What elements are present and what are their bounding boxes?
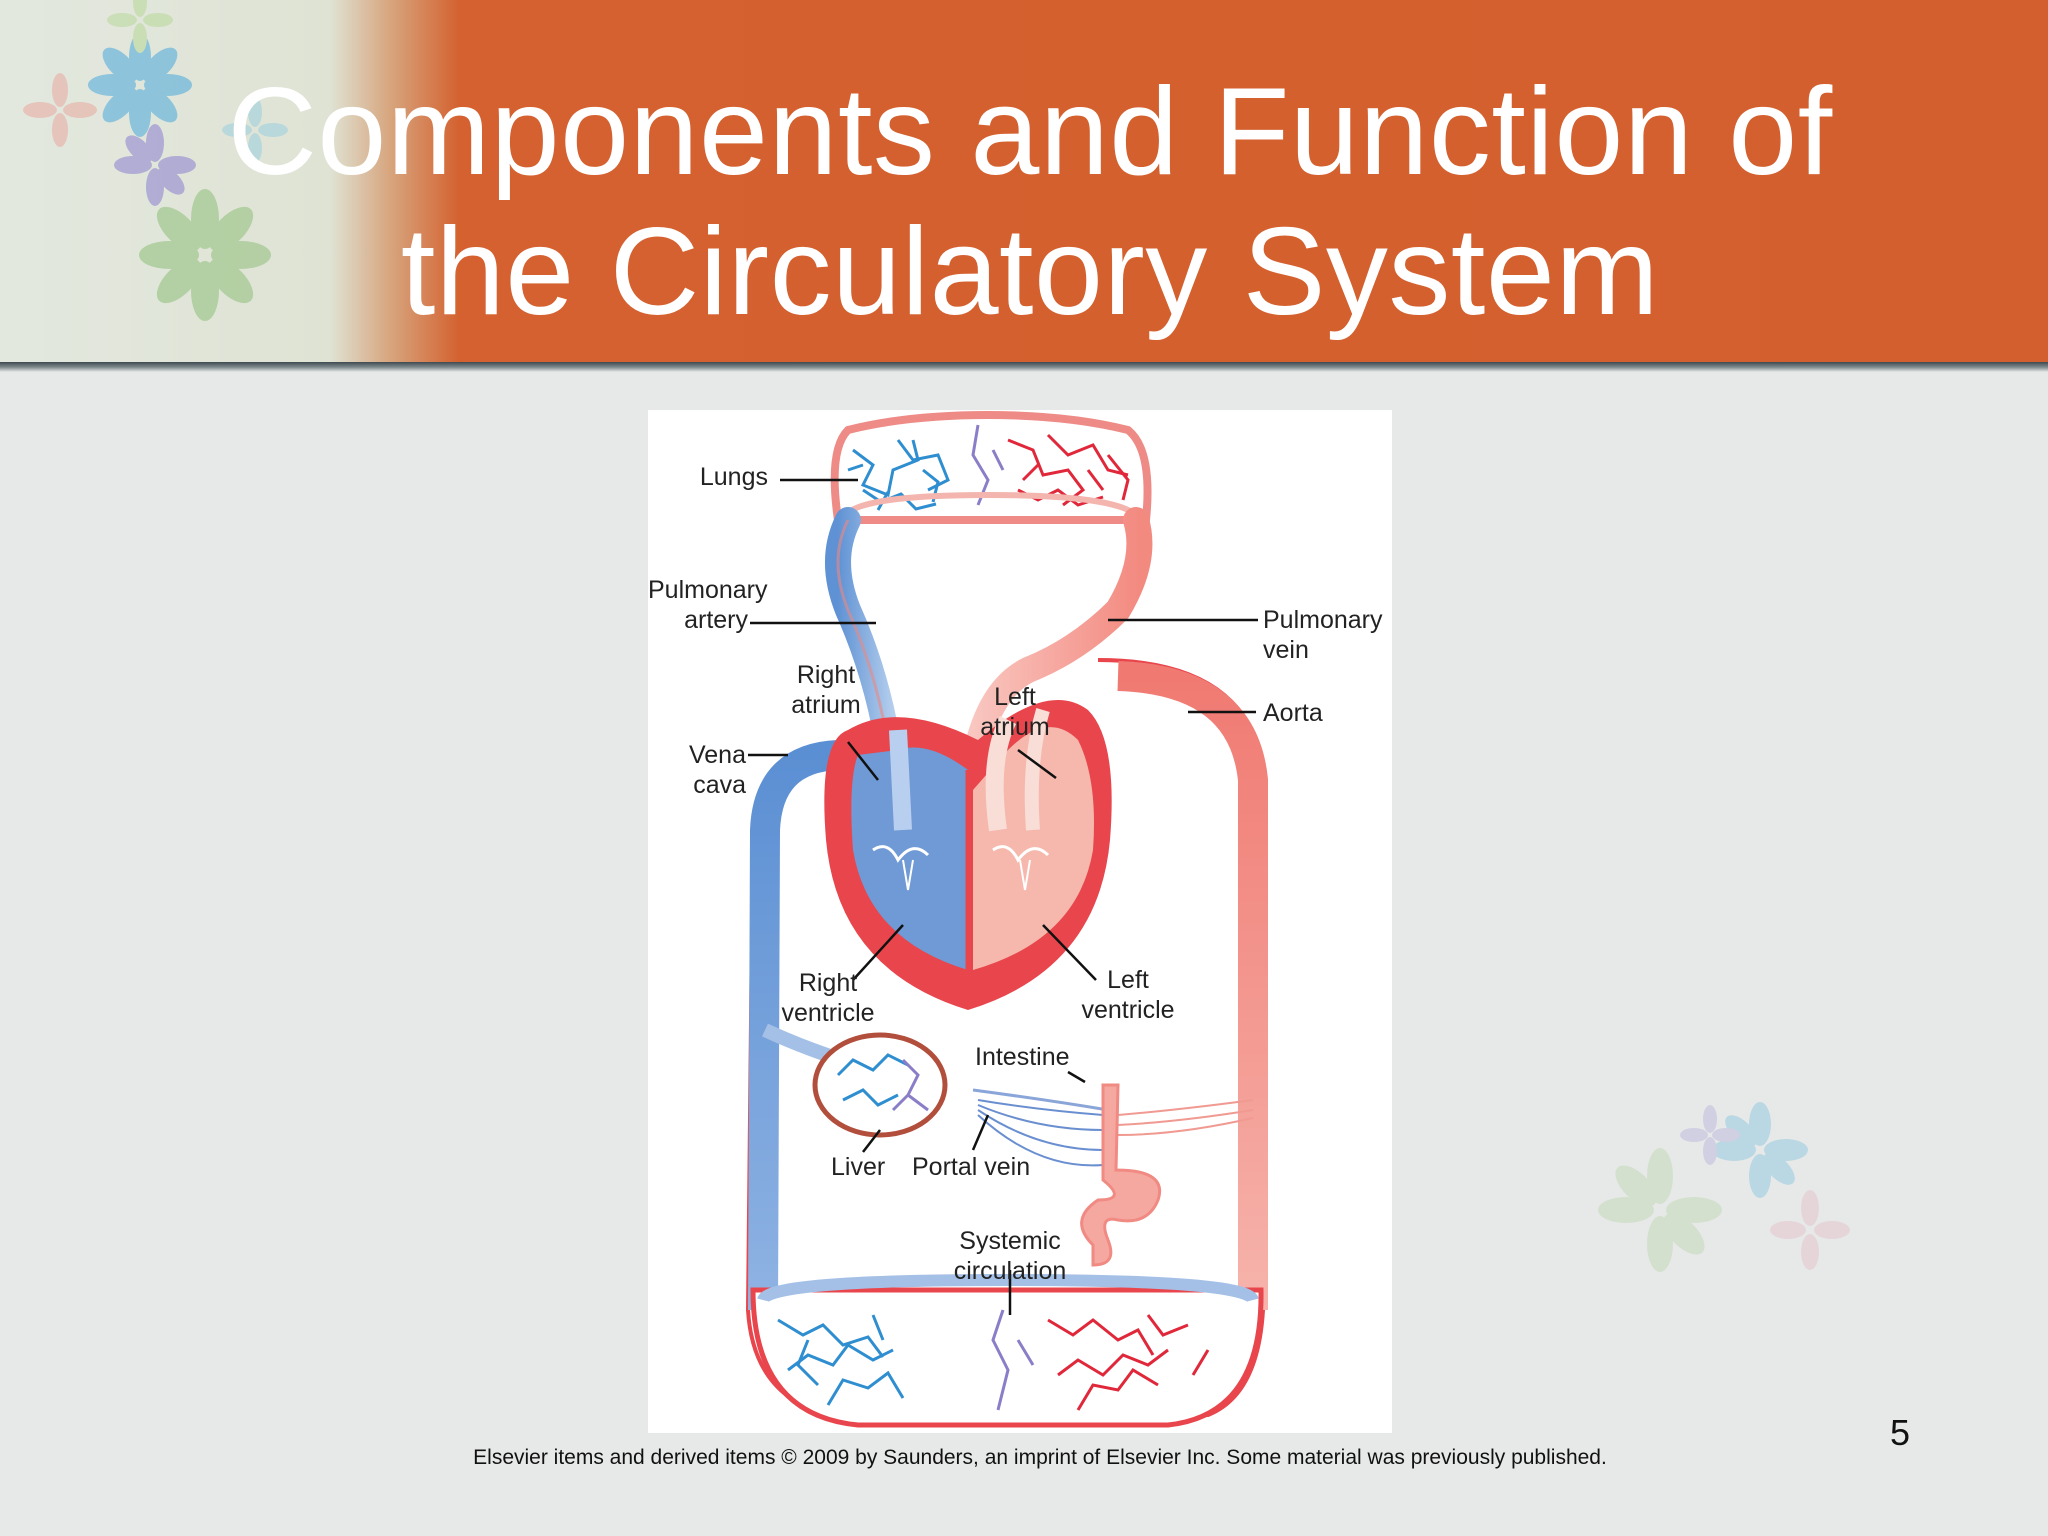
title-banner: [0, 0, 2048, 362]
label-right-ventricle: Right ventricle: [781, 969, 875, 1027]
leader-lines: [748, 478, 1258, 1315]
label-right-atrium: Right atrium: [791, 661, 861, 719]
label-pulmonary-vein: Pulmonary vein: [1263, 606, 1383, 664]
liver: [812, 1032, 948, 1138]
label-left-ventricle: Left ventricle: [1081, 966, 1175, 1024]
label-portal-vein: Portal vein: [912, 1153, 1031, 1181]
banner-shadow: [0, 362, 2048, 372]
lungs-capillary-bed: [830, 410, 1152, 524]
decorative-flowers-top-left: [23, 0, 288, 321]
label-left-atrium: Left atrium: [980, 683, 1050, 741]
systemic-capillary-bed: [750, 1273, 1264, 1428]
label-aorta: Aorta: [1263, 699, 1323, 727]
slide-number: 5: [1890, 1412, 1911, 1453]
label-pulmonary-artery: Pulmonary artery: [648, 576, 768, 634]
label-vena-cava: Vena cava: [688, 741, 746, 799]
label-liver: Liver: [831, 1153, 886, 1181]
decorative-flowers-bottom-right: [1598, 1102, 1850, 1272]
copyright-footer: Elsevier items and derived items © 2009 …: [473, 1446, 1607, 1469]
label-systemic-circulation: Systemic circulation: [953, 1227, 1067, 1285]
label-lungs: Lungs: [699, 463, 768, 491]
circulatory-diagram: Lungs Pulmonary artery Pulmonary vein Ri…: [648, 410, 1392, 1433]
heart: [824, 700, 1112, 1010]
slide-title: Components and Function of the Circulato…: [227, 63, 1833, 341]
label-intestine: Intestine: [975, 1043, 1070, 1071]
